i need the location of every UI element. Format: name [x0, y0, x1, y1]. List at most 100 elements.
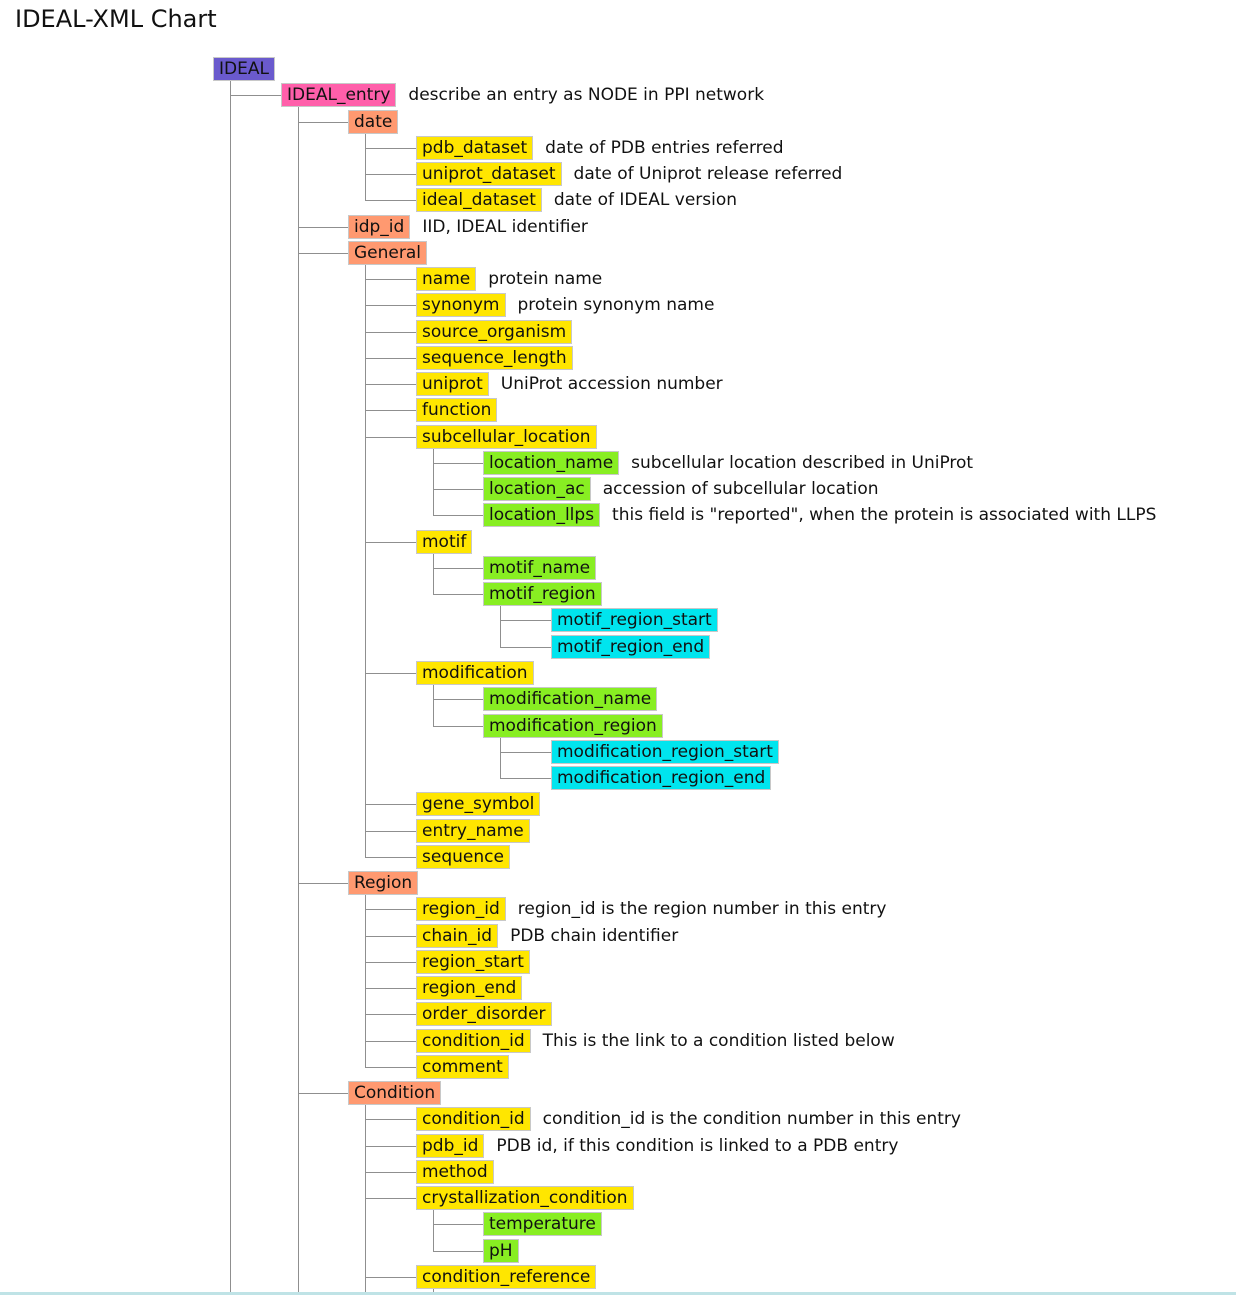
tree-connector-horizontal [365, 148, 416, 149]
xml-element-tag-condition-id: condition_id [416, 1107, 531, 1131]
xml-element-description: PDB chain identifier [510, 926, 679, 946]
tree-connector-horizontal [365, 542, 416, 543]
xml-element-tag-gene-symbol: gene_symbol [416, 792, 541, 816]
xml-element-description: date of Uniprot release referred [573, 164, 843, 184]
xml-element-tag-subcellular-location: subcellular_location [416, 425, 597, 449]
tree-connector-horizontal [433, 568, 483, 569]
xml-element-tag-ph: pH [483, 1239, 519, 1263]
xml-element-tag-method: method [416, 1160, 494, 1184]
tree-connector-vertical [365, 265, 366, 857]
tree-node-row: IDEAL [213, 57, 275, 81]
tree-connector-vertical [365, 895, 366, 1067]
tree-connector-horizontal [365, 174, 416, 175]
tree-connector-vertical [365, 1105, 366, 1277]
tree-connector-horizontal [298, 1093, 348, 1094]
tree-connector-horizontal [500, 647, 551, 648]
tree-node-row: ideal_dataset date of IDEAL version [416, 188, 737, 212]
tree-connector-horizontal [365, 1277, 416, 1278]
tree-node-row: gene_symbol [416, 792, 541, 816]
xml-element-tag-motif-region-start: motif_region_start [551, 608, 718, 632]
tree-connector-horizontal [433, 463, 483, 464]
tree-connector-vertical [298, 1093, 299, 1295]
xml-element-description: This is the link to a condition listed b… [542, 1031, 895, 1051]
tree-node-row: comment [416, 1055, 509, 1079]
xml-element-tag-temperature: temperature [483, 1212, 602, 1236]
xml-element-description: subcellular location described in UniPro… [631, 453, 974, 473]
tree-connector-horizontal [433, 515, 483, 516]
xml-element-description: describe an entry as NODE in PPI network [408, 85, 765, 105]
xml-element-tag-modification-name: modification_name [483, 687, 658, 711]
tree-connector-horizontal [365, 1172, 416, 1173]
tree-node-row: date [348, 110, 399, 134]
tree-node-row: pH [483, 1239, 519, 1263]
tree-node-row: General [348, 241, 427, 265]
tree-connector-horizontal [500, 778, 551, 779]
tree-node-row: motif_region [483, 582, 602, 606]
tree-node-row: modification_region [483, 714, 663, 738]
xml-element-tag-modification-region-start: modification_region_start [551, 740, 779, 764]
xml-element-tag-name: name [416, 267, 477, 291]
xml-element-tag-location-ac: location_ac [483, 477, 591, 501]
tree-connector-horizontal [365, 936, 416, 937]
xml-element-description: region_id is the region number in this e… [517, 899, 887, 919]
tree-connector-horizontal [298, 227, 348, 228]
tree-connector-vertical [433, 685, 434, 726]
xml-element-tag-idp-id: idp_id [348, 215, 411, 239]
tree-connector-horizontal [500, 620, 551, 621]
tree-connector-horizontal [433, 726, 483, 727]
xml-element-tag-uniprot: uniprot [416, 372, 489, 396]
xml-element-tag-region: Region [348, 871, 419, 895]
xml-element-tag-comment: comment [416, 1055, 509, 1079]
tree-connector-horizontal [365, 1014, 416, 1015]
xml-element-tag-crystallization-condition: crystallization_condition [416, 1186, 634, 1210]
xml-element-description: protein synonym name [517, 295, 715, 315]
tree-connector-horizontal [365, 831, 416, 832]
xml-element-tag-order-disorder: order_disorder [416, 1002, 552, 1026]
tree-connector-vertical [500, 738, 501, 778]
xml-element-tag-date: date [348, 110, 399, 134]
tree-connector-horizontal [433, 594, 483, 595]
xml-element-description: date of IDEAL version [553, 190, 738, 210]
tree-connector-horizontal [365, 410, 416, 411]
tree-node-row: modification_name [483, 687, 658, 711]
tree-connector-horizontal [365, 1198, 416, 1199]
tree-connector-horizontal [365, 437, 416, 438]
tree-connector-vertical [230, 81, 231, 95]
tree-node-row: region_start [416, 950, 530, 974]
tree-node-row: motif [416, 530, 473, 554]
tree-node-row: Region [348, 871, 419, 895]
xml-element-tag-ideal-entry: IDEAL_entry [281, 83, 397, 107]
tree-connector-horizontal [365, 1067, 416, 1068]
tree-node-row: method [416, 1160, 494, 1184]
xml-element-tag-ideal-dataset: ideal_dataset [416, 188, 542, 212]
tree-connector-horizontal [298, 253, 348, 254]
tree-connector-horizontal [365, 909, 416, 910]
tree-node-row: modification_region_end [551, 766, 772, 790]
tree-node-row: entry_name [416, 819, 530, 843]
xml-element-tag-entry-name: entry_name [416, 819, 530, 843]
tree-connector-vertical [500, 606, 501, 647]
tree-node-row: condition_id condition_id is the conditio… [416, 1107, 961, 1131]
xml-element-description: condition_id is the condition number in … [542, 1109, 961, 1129]
tree-connector-horizontal [365, 1041, 416, 1042]
xml-element-tag-region-end: region_end [416, 976, 523, 1000]
tree-node-row: temperature [483, 1212, 602, 1236]
tree-node-row: crystallization_condition [416, 1186, 634, 1210]
xml-element-description: UniProt accession number [500, 374, 723, 394]
tree-node-row: motif_region_start [551, 608, 718, 632]
tree-node-row: function [416, 398, 498, 422]
tree-connector-horizontal [365, 305, 416, 306]
tree-connector-vertical [433, 1210, 434, 1251]
tree-node-row: motif_region_end [551, 635, 711, 659]
xml-element-tag-location-llps: location_llps [483, 503, 601, 527]
tree-connector-horizontal [365, 358, 416, 359]
tree-connector-vertical [365, 1277, 366, 1295]
tree-node-row: source_organism [416, 320, 573, 344]
xml-element-tag-modification-region-end: modification_region_end [551, 766, 772, 790]
tree-connector-vertical [433, 554, 434, 594]
